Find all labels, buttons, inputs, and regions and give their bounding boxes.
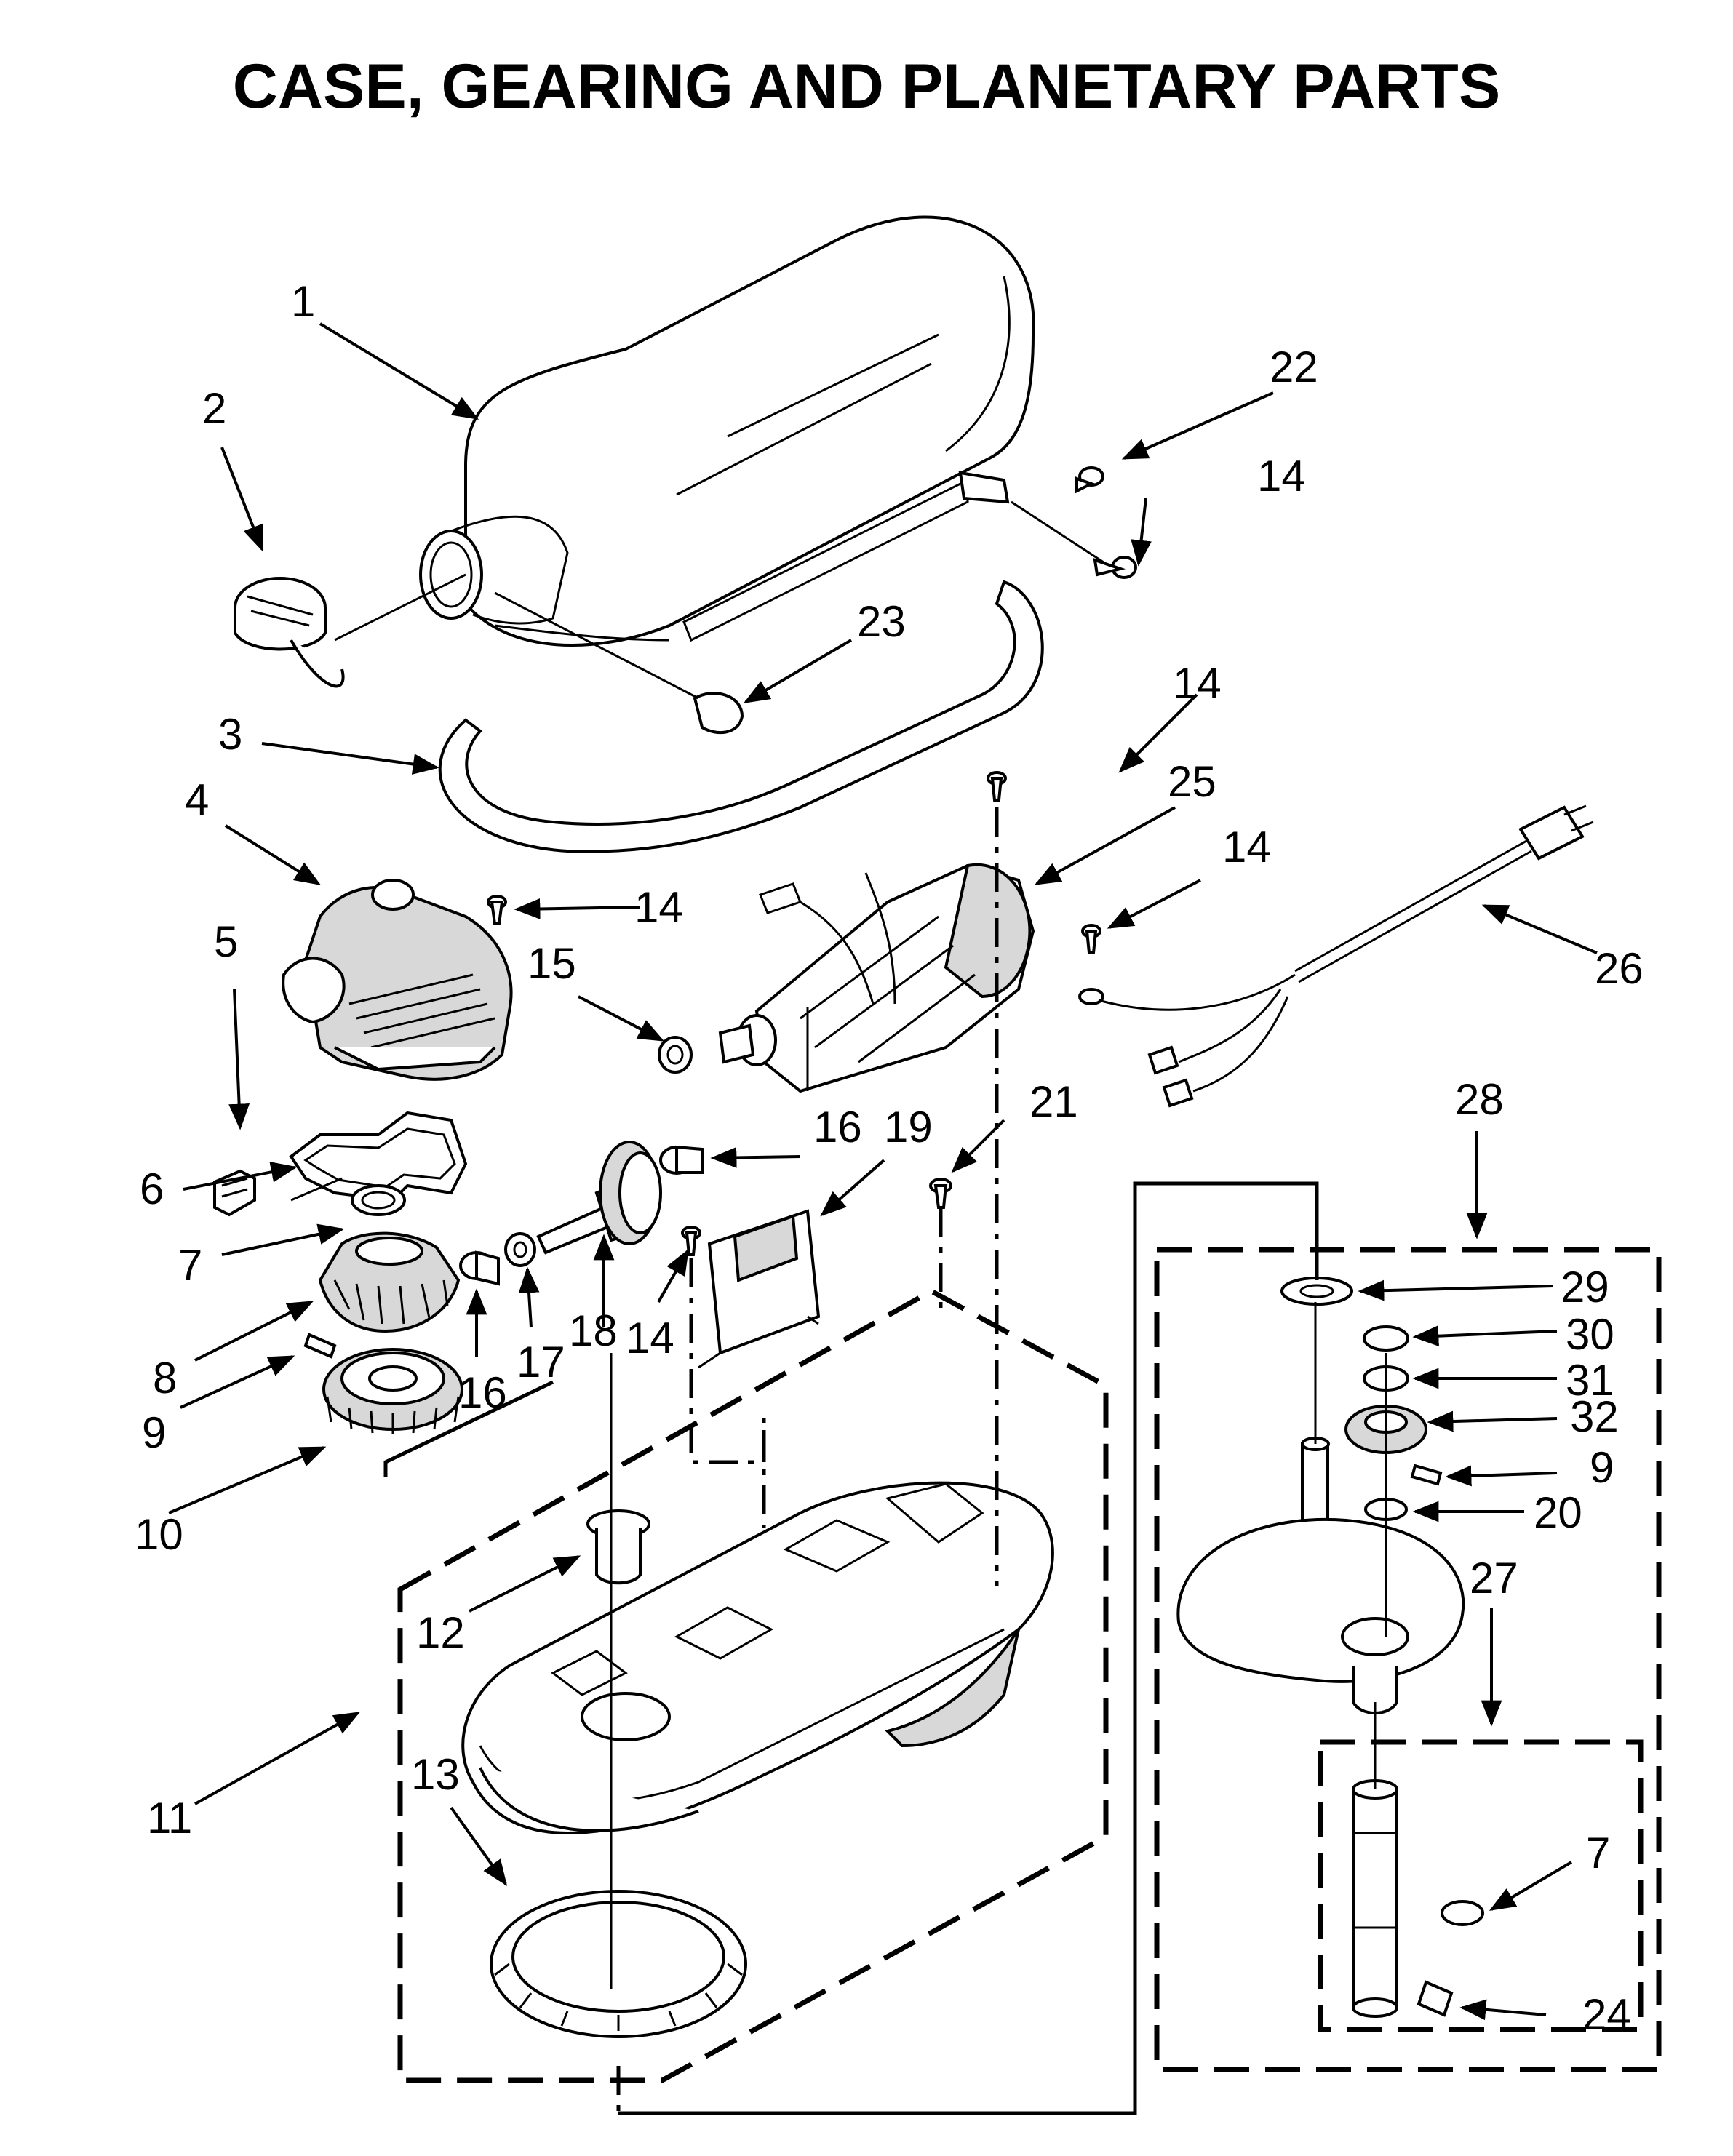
callout-2: 2 <box>202 384 226 433</box>
gasket-6 <box>289 1111 468 1202</box>
screw-14-cord <box>1078 924 1104 1005</box>
screw-14-top <box>1011 500 1137 579</box>
pin-9 <box>303 1333 337 1359</box>
bearing-15 <box>658 1036 693 1074</box>
callout-14-gearcase: 14 <box>634 883 683 932</box>
leader-arrows <box>168 322 1598 2021</box>
callout-7: 7 <box>178 1241 202 1290</box>
callout-25: 25 <box>1168 757 1216 806</box>
callout-31: 31 <box>1566 1356 1614 1405</box>
motor-25 <box>718 863 1035 1093</box>
washer-29 <box>1280 1277 1353 1306</box>
callout-32: 32 <box>1570 1392 1619 1441</box>
callout-19: 19 <box>884 1103 933 1151</box>
bushing-16-lower <box>459 1250 500 1286</box>
gear-case-base-11 <box>461 1481 1054 1835</box>
trim-band <box>438 580 1044 853</box>
callout-14-top: 14 <box>1257 452 1306 500</box>
callout-28: 28 <box>1455 1075 1504 1124</box>
callout-9: 9 <box>142 1408 166 1457</box>
washer-17 <box>504 1232 536 1267</box>
ring-gear-13 <box>490 1890 747 2038</box>
diagram-title: CASE, GEARING AND PLANETARY PARTS <box>233 52 1500 121</box>
planetary-assembly <box>1176 1277 1484 2018</box>
callout-5: 5 <box>214 917 238 966</box>
callout-9-planetary: 9 <box>1590 1443 1614 1492</box>
callout-20: 20 <box>1534 1488 1582 1537</box>
callout-29: 29 <box>1561 1263 1609 1311</box>
callout-21: 21 <box>1029 1077 1078 1126</box>
callout-14-motor: 14 <box>1173 659 1222 708</box>
attachment-hub-cap <box>234 573 466 688</box>
pin-9-planetary <box>1410 1464 1443 1486</box>
retaining-ring-30 <box>1363 1325 1409 1352</box>
callout-23: 23 <box>857 597 906 646</box>
power-cord-26 <box>1098 804 1594 1108</box>
assembly-guide-lines <box>290 807 1662 2115</box>
hinge-pin-23 <box>494 591 744 734</box>
callout-18: 18 <box>569 1306 618 1355</box>
callout-26: 26 <box>1595 944 1644 993</box>
bushing-12 <box>586 1509 650 1585</box>
callout-7-lower: 7 <box>1586 1829 1610 1877</box>
callout-16-upper: 16 <box>813 1103 862 1151</box>
worm-shaft-18 <box>536 1141 662 1255</box>
callout-17: 17 <box>517 1338 565 1386</box>
screw-14-board <box>681 1226 701 1256</box>
screw-14-motor <box>987 771 1007 802</box>
screw-22 <box>1075 466 1104 494</box>
callout-1: 1 <box>291 277 315 326</box>
callout-13: 13 <box>411 1750 460 1799</box>
callout-8: 8 <box>153 1354 177 1402</box>
retaining-ring-7-lower <box>1441 1900 1484 1926</box>
callout-10: 10 <box>135 1510 183 1559</box>
retaining-ring-7 <box>351 1184 406 1216</box>
callout-12: 12 <box>416 1608 465 1657</box>
callout-27: 27 <box>1470 1554 1518 1602</box>
callout-6: 6 <box>140 1165 164 1213</box>
bushing-16-upper <box>659 1145 704 1175</box>
screw-14-gearcase <box>487 895 507 925</box>
callout-16-lower: 16 <box>458 1368 507 1417</box>
callout-3: 3 <box>218 710 242 759</box>
callout-22: 22 <box>1270 343 1318 391</box>
callout-24: 24 <box>1582 1990 1631 2039</box>
worm-gear-10 <box>322 1348 463 1434</box>
callout-30: 30 <box>1566 1310 1614 1359</box>
screw-21 <box>929 1178 952 1209</box>
control-board-19 <box>698 1209 821 1369</box>
callout-14-cord: 14 <box>1222 823 1271 871</box>
callout-4: 4 <box>185 775 209 824</box>
callout-14-board: 14 <box>626 1314 674 1362</box>
bevel-gear-8 <box>318 1231 461 1333</box>
gear-housing <box>282 879 513 1081</box>
callout-labels: 1 2 3 4 5 6 7 8 9 10 11 12 13 14 14 14 1… <box>135 277 1644 2039</box>
pin-24 <box>1417 1980 1454 2017</box>
callout-15: 15 <box>527 939 576 988</box>
motor-housing-case <box>419 215 1035 647</box>
callout-11: 11 <box>147 1794 192 1842</box>
